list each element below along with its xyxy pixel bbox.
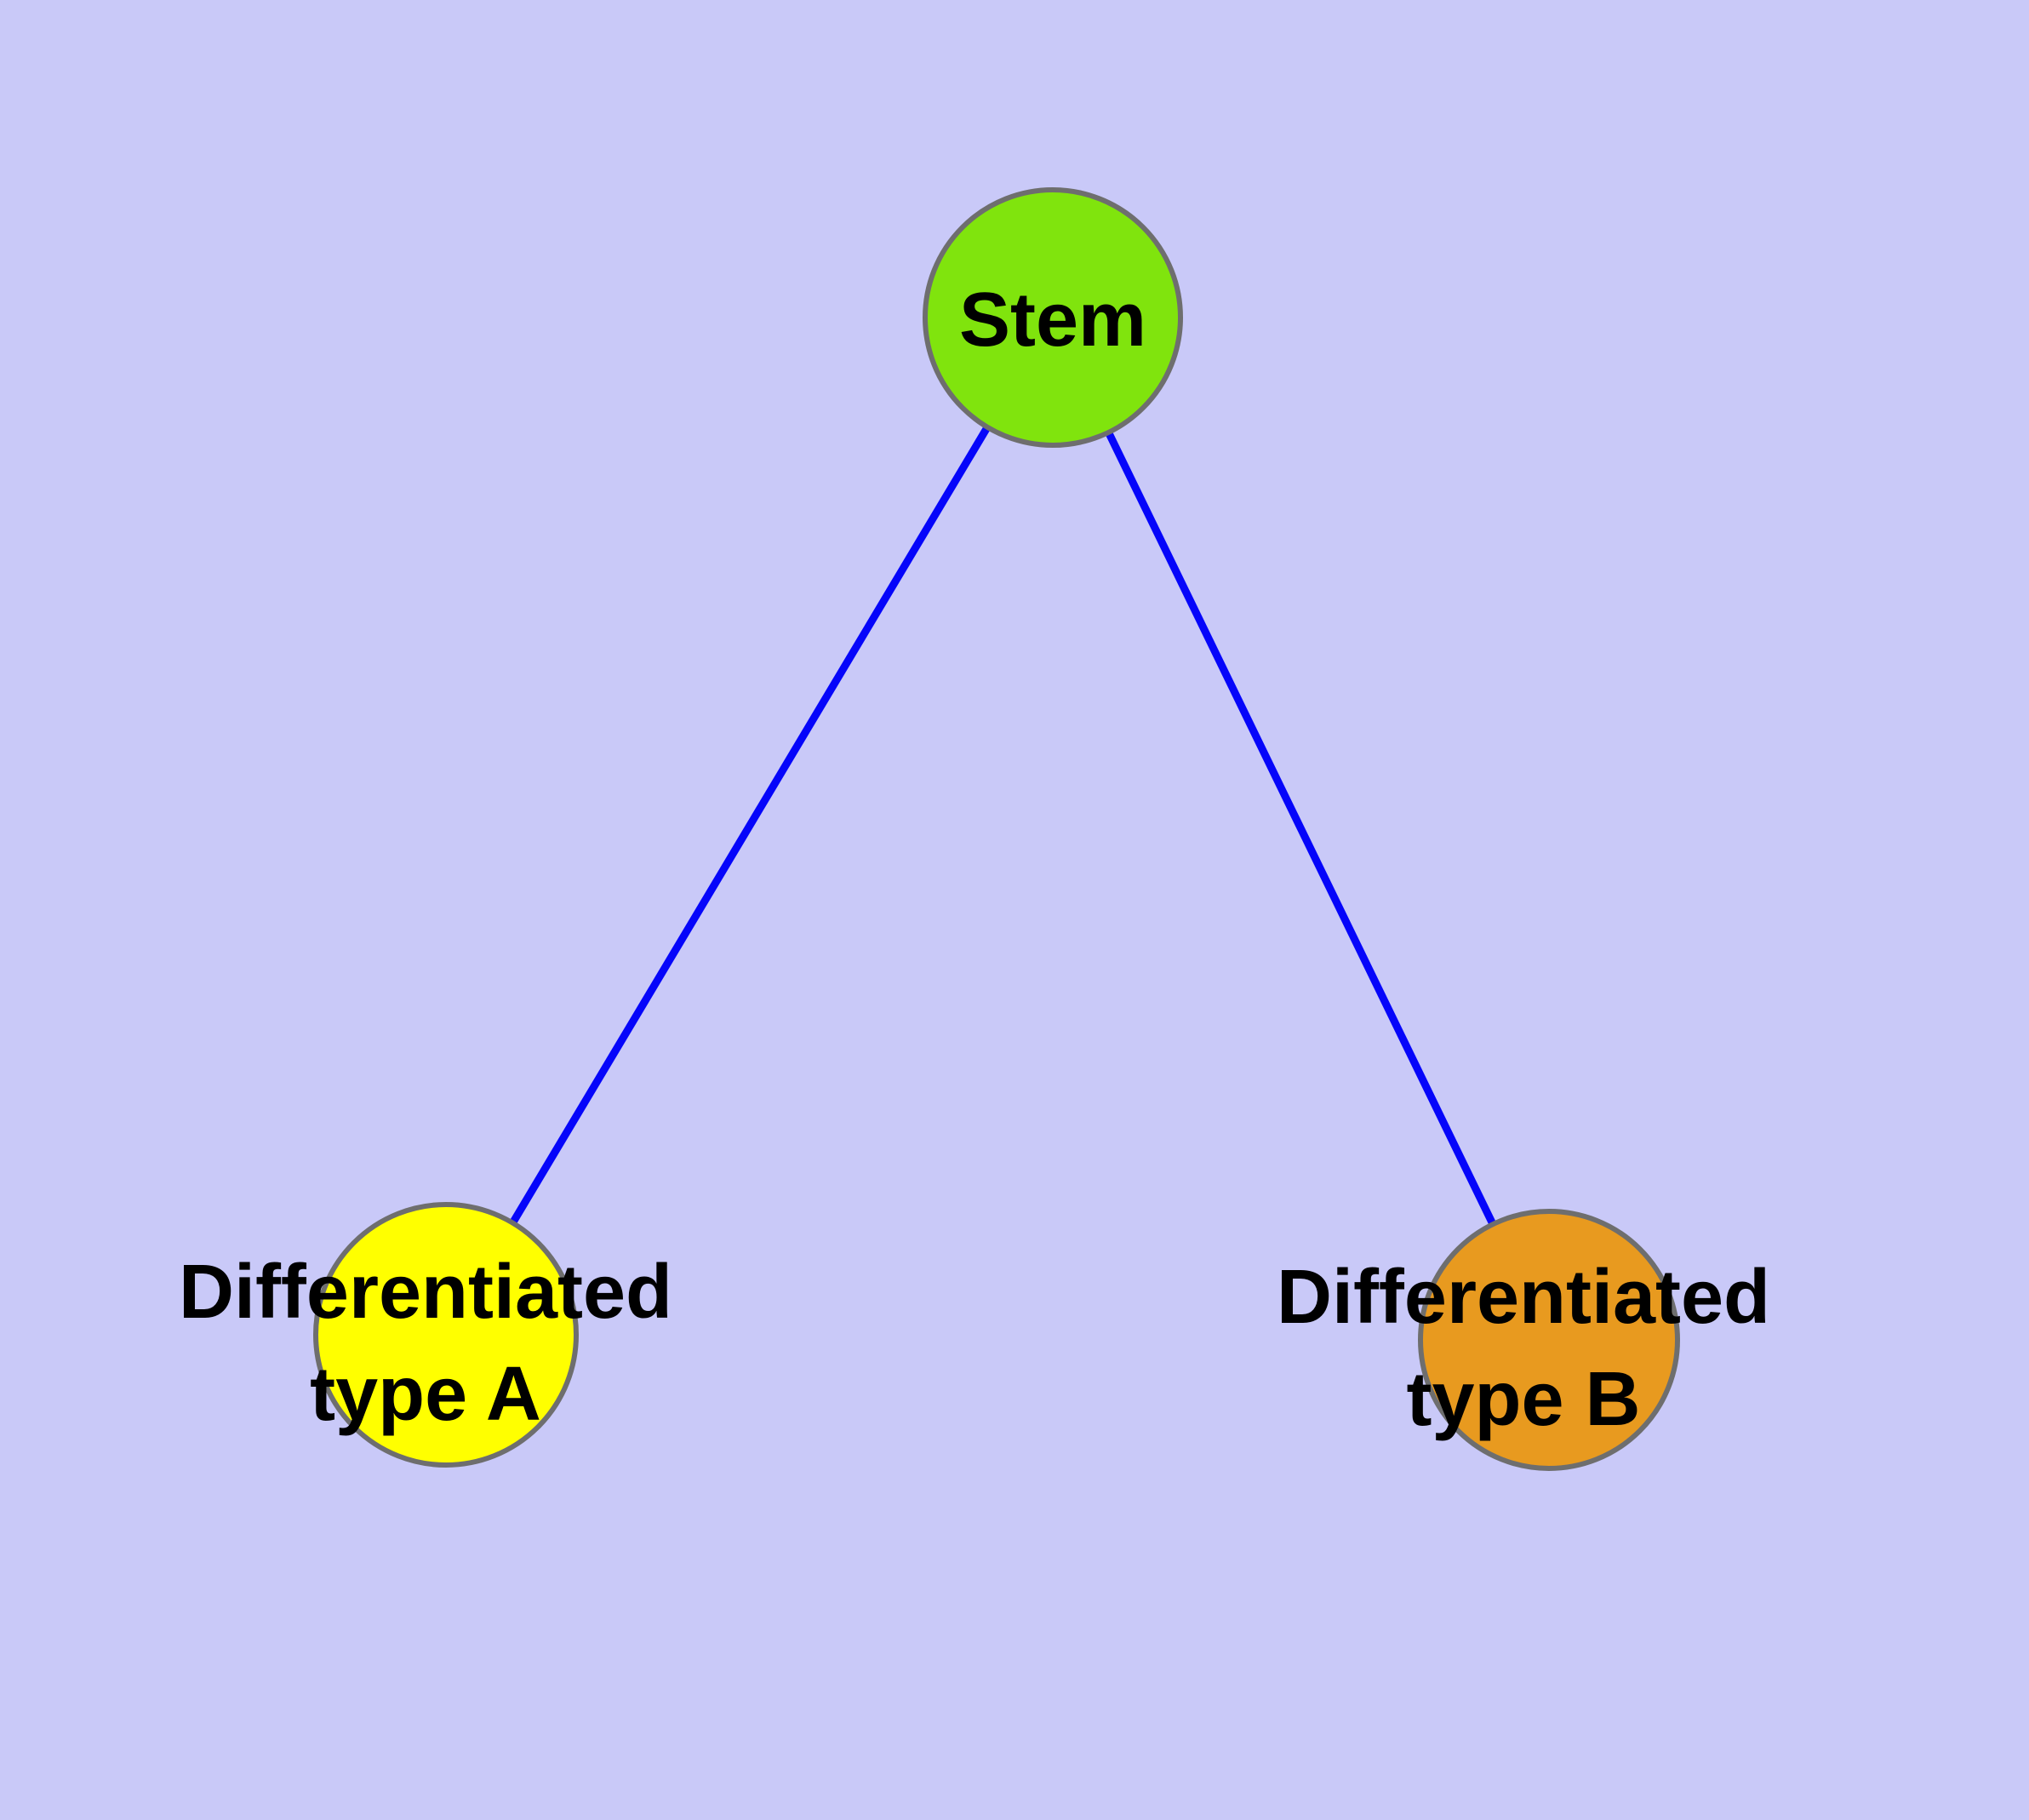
- edge-stem-type-b: [1049, 316, 1553, 1342]
- node-label-line: type A: [310, 1352, 541, 1437]
- node-label-line: Differentiated: [1277, 1255, 1770, 1340]
- node-label-type-b: Differentiated type B: [1277, 1255, 1770, 1442]
- node-label-stem: Stem: [959, 278, 1146, 363]
- node-type-b[interactable]: [1418, 1209, 1680, 1471]
- node-stem[interactable]: [923, 187, 1183, 448]
- edge-stem-type-a: [443, 315, 1056, 1337]
- node-label-line: type B: [1406, 1357, 1640, 1442]
- node-label-line: Differentiated: [179, 1250, 672, 1335]
- node-label-type-a: Differentiated type A: [179, 1250, 672, 1437]
- node-label-line: Stem: [959, 278, 1146, 363]
- node-type-a[interactable]: [313, 1202, 579, 1468]
